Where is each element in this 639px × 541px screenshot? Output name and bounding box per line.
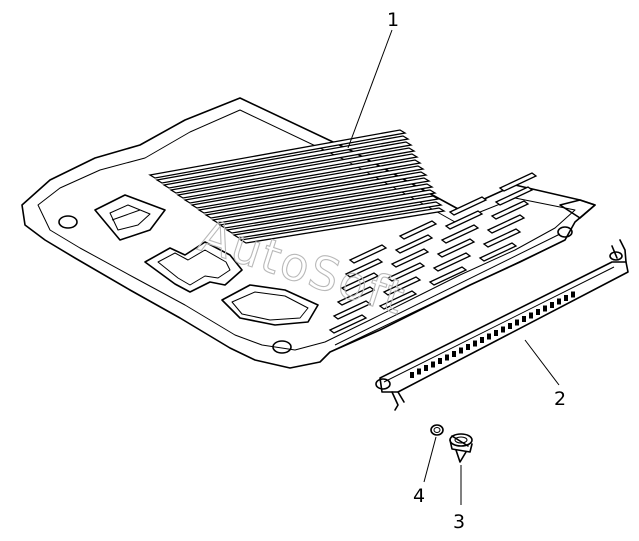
tray-rib-short	[382, 276, 422, 296]
tray-rib	[204, 177, 431, 219]
tray-rib-short	[394, 234, 434, 254]
callout-label-2: 2	[554, 388, 566, 410]
tray-rib-short	[348, 244, 388, 264]
trim-clip	[445, 354, 449, 361]
tray-rib	[225, 195, 440, 234]
trim-clip	[487, 333, 491, 340]
tray-ribs	[148, 129, 538, 334]
part-3-screw	[449, 433, 473, 463]
part-4-washer	[430, 424, 444, 436]
tray-rib	[183, 159, 422, 204]
trim-clip	[473, 340, 477, 347]
tray-rib	[218, 189, 437, 229]
trim-clip	[417, 368, 421, 375]
trim-clip	[459, 347, 463, 354]
trim-clip	[515, 319, 519, 326]
trim-clip	[522, 316, 526, 322]
tray-rib	[239, 207, 446, 244]
callout-label-4: 4	[413, 485, 425, 507]
trim-clip	[494, 330, 498, 336]
trim-clip	[550, 302, 554, 308]
tray-rib-short	[332, 300, 372, 320]
tray-rib-short	[328, 314, 368, 334]
trim-clip	[501, 326, 505, 333]
tray-rib-short	[440, 224, 480, 244]
tray-rib-short	[428, 266, 468, 286]
tray-rib	[155, 135, 410, 184]
trim-clip	[466, 344, 470, 350]
tray-rib-short	[478, 242, 518, 262]
trim-clip	[529, 312, 533, 319]
tray-rib	[197, 171, 428, 214]
tray-rib	[232, 201, 443, 239]
tray-rib	[211, 183, 434, 224]
tray-rib-short	[390, 248, 430, 268]
tray-rib	[148, 129, 407, 179]
tray-rib-short	[340, 272, 380, 292]
callout-label-1: 1	[387, 9, 399, 31]
trim-clip	[557, 298, 561, 305]
part-1-floor-tray	[21, 97, 596, 369]
tray-rib	[169, 147, 416, 194]
tray-rib-short	[482, 228, 522, 248]
tray-rib-short	[398, 220, 438, 240]
callout-2: 2	[524, 339, 566, 410]
trim-clip	[543, 305, 547, 312]
trim-clip	[424, 365, 428, 371]
callout-label-3: 3	[453, 511, 465, 533]
tray-rib-short	[490, 200, 530, 220]
callout-4: 4	[413, 436, 437, 507]
trim-clip	[508, 323, 512, 329]
tray-rib	[190, 165, 425, 209]
tray-rib-short	[378, 290, 418, 310]
tray-rib-short	[486, 214, 526, 234]
trim-clip	[536, 309, 540, 315]
trim-clip	[438, 358, 442, 364]
tray-rib-short	[444, 210, 484, 230]
tray-rib-short	[448, 196, 488, 216]
tray-rib-short	[336, 286, 376, 306]
callout-1: 1	[347, 9, 399, 149]
tray-rib-short	[344, 258, 384, 278]
trim-clip	[410, 372, 414, 378]
trim-clip	[452, 351, 456, 357]
tray-rib-short	[494, 186, 534, 206]
part-2-trim-strip	[375, 239, 629, 411]
tray-rib	[162, 141, 413, 189]
trim-clip	[571, 291, 575, 298]
tray-rib-short	[436, 238, 476, 258]
tray-rib-short	[498, 172, 538, 192]
tray-rib-short	[432, 252, 472, 272]
trim-strip-clips	[410, 291, 575, 378]
trim-clip	[480, 337, 484, 343]
tray-rib-short	[386, 262, 426, 282]
trim-clip	[431, 361, 435, 368]
callout-3: 3	[453, 465, 465, 533]
tray-rib	[176, 153, 419, 199]
trim-clip	[564, 295, 568, 301]
